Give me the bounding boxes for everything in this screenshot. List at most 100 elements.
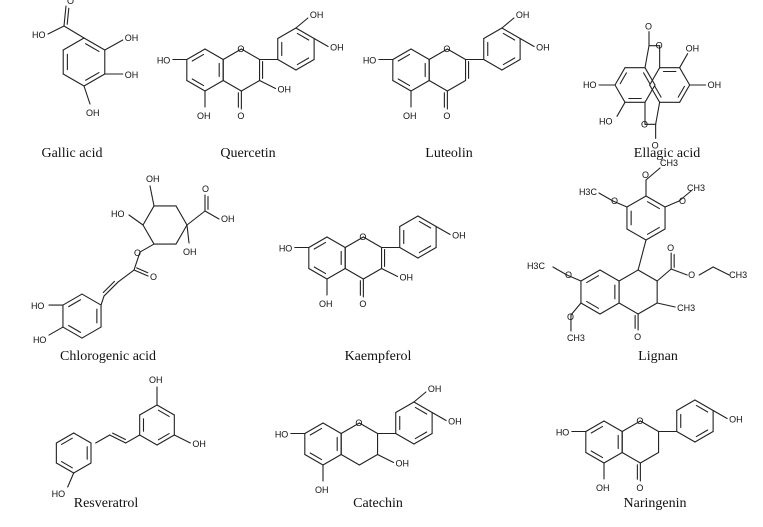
- bond: [60, 437, 73, 445]
- atom-label-o1: O: [443, 44, 450, 54]
- atom-label-ho_4p: HO: [52, 489, 65, 499]
- compound-name: Lignan: [638, 349, 678, 364]
- bond: [340, 422, 360, 435]
- bond: [626, 195, 647, 208]
- atom-label-o_ring2: O: [641, 119, 648, 129]
- atom-label-ome_r_o: O: [679, 196, 686, 206]
- bond: [695, 429, 709, 438]
- bond: [570, 302, 582, 316]
- bond: [645, 195, 666, 208]
- bond: [128, 214, 144, 226]
- bond: [580, 269, 601, 282]
- bond: [344, 267, 364, 280]
- bond: [644, 45, 650, 69]
- bond: [585, 451, 605, 464]
- bond: [304, 453, 324, 466]
- bond: [618, 269, 639, 282]
- bond: [649, 67, 661, 86]
- atom-label-ch3_ethyl: CH3: [729, 270, 747, 280]
- bond: [136, 267, 149, 274]
- bond: [326, 267, 346, 280]
- bond: [399, 215, 419, 228]
- atom-label-ho7: HO: [556, 428, 570, 438]
- bond: [414, 431, 428, 440]
- atom-label-ho7: HO: [157, 56, 171, 66]
- bond: [95, 434, 111, 444]
- bond: [590, 425, 604, 434]
- bond: [645, 228, 666, 241]
- bond: [676, 430, 696, 443]
- bond: [428, 79, 448, 92]
- atom-label-ho_left: HO: [111, 209, 125, 219]
- atom-label-ch3_ring: CH3: [677, 303, 695, 313]
- bond: [125, 434, 141, 444]
- bond: [100, 295, 105, 306]
- bond: [483, 27, 503, 40]
- atom-label-o1: O: [359, 232, 366, 242]
- bond: [139, 404, 158, 416]
- bond: [643, 72, 651, 85]
- atom-label-o_top: O: [645, 22, 652, 32]
- atom-label-o_carb: O: [667, 243, 674, 253]
- atom-label-oh3: OH: [125, 33, 139, 43]
- bond: [186, 79, 206, 92]
- atom-label-oh3: OH: [396, 459, 410, 469]
- bond: [62, 293, 83, 306]
- bond: [435, 225, 451, 236]
- atom-label-acid_oh: HO: [32, 30, 46, 40]
- bond: [186, 224, 190, 244]
- bond: [645, 167, 661, 181]
- bond: [322, 422, 342, 435]
- bond: [654, 85, 662, 98]
- bond: [656, 302, 676, 308]
- bond: [358, 422, 379, 435]
- bond: [104, 39, 124, 51]
- bond: [309, 427, 323, 436]
- bond: [55, 432, 75, 444]
- bond: [156, 434, 175, 446]
- bond: [483, 58, 503, 71]
- bond: [117, 269, 135, 283]
- bond: [417, 246, 437, 259]
- bond: [102, 280, 116, 294]
- atom-label-o_7: O: [567, 312, 574, 322]
- bond: [644, 67, 656, 86]
- atom-label-ho7: HO: [275, 430, 289, 440]
- atom-label-ho_4: HO: [33, 335, 47, 345]
- atom-label-oh5: OH: [403, 111, 417, 121]
- atom-label-o1: O: [237, 44, 244, 54]
- bond: [313, 266, 327, 275]
- bond: [47, 25, 65, 35]
- bond: [397, 78, 411, 87]
- bond: [295, 27, 315, 40]
- bond: [222, 79, 242, 92]
- atom-label-o4: O: [359, 299, 366, 309]
- bond: [417, 215, 437, 228]
- bond: [186, 48, 206, 61]
- bond: [133, 269, 149, 277]
- bond: [83, 73, 106, 87]
- atom-label-ome_top_c: CH3: [660, 158, 678, 168]
- atom-label-oh3p: OH: [310, 10, 324, 20]
- bond: [157, 409, 170, 417]
- bond: [175, 205, 188, 226]
- bond: [186, 210, 206, 226]
- bond: [112, 432, 126, 441]
- bond: [326, 236, 346, 249]
- bond: [614, 67, 626, 86]
- bond: [48, 326, 64, 336]
- bond: [295, 17, 309, 29]
- bond: [646, 201, 660, 210]
- bond: [621, 420, 641, 433]
- bond: [63, 5, 67, 27]
- atom-label-oh4p: OH: [330, 43, 344, 53]
- bond: [304, 422, 324, 435]
- bond: [656, 268, 672, 282]
- bond: [392, 79, 412, 92]
- bond: [139, 243, 155, 253]
- bond: [446, 48, 467, 61]
- bond: [677, 85, 686, 98]
- atom-label-oh5: OH: [197, 111, 211, 121]
